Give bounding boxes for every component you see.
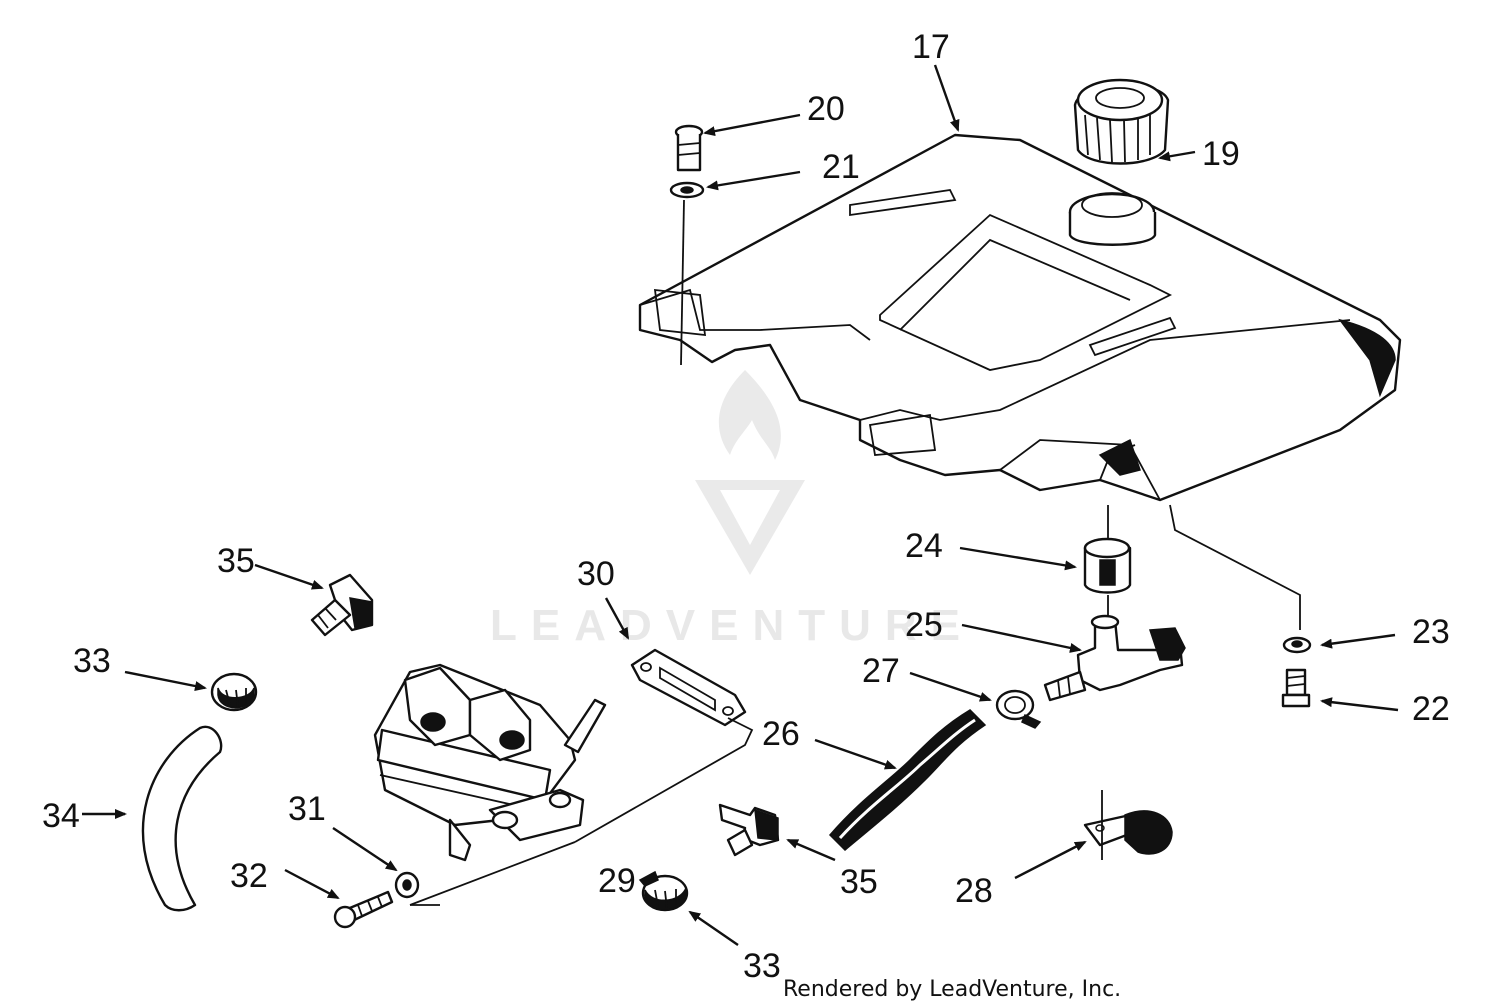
- hose-clip: [1083, 810, 1173, 855]
- render-credit: Rendered by LeadVenture, Inc.: [783, 977, 1121, 1002]
- callout-31: 31: [288, 790, 326, 828]
- callout-numbers: 17 19 20 21 22 23 24 25 26 27 28 29 30 3…: [42, 28, 1450, 985]
- callout-28: 28: [955, 872, 993, 910]
- pump-washer: [394, 871, 420, 899]
- fuel-tank: [638, 133, 1402, 502]
- callout-19: 19: [1202, 135, 1240, 173]
- mount-bolt: [1281, 668, 1311, 708]
- callout-35-upper: 35: [217, 542, 255, 580]
- shoulder-bolt: [674, 124, 704, 172]
- watermark-text: LEADVENTURE: [490, 601, 974, 650]
- fuel-pump: [373, 663, 607, 862]
- callout-26: 26: [762, 715, 800, 753]
- hose-clamp: [995, 689, 1042, 729]
- callout-33-left: 33: [73, 642, 111, 680]
- callout-24: 24: [905, 527, 943, 565]
- callout-30: 30: [577, 555, 615, 593]
- elbow-fitting-upper: [310, 573, 374, 637]
- pump-gasket: [630, 648, 747, 727]
- curved-hose: [141, 725, 223, 912]
- hose-clamp-bottom: [638, 870, 689, 912]
- callout-22: 22: [1412, 690, 1450, 728]
- callout-29: 29: [598, 862, 636, 900]
- callout-23: 23: [1412, 613, 1450, 651]
- callout-33-bottom: 33: [743, 947, 781, 985]
- hose-clamp-left: [210, 672, 258, 712]
- leader-lines: [82, 64, 1399, 946]
- callout-20: 20: [807, 90, 845, 128]
- callout-25: 25: [905, 606, 943, 644]
- fuel-shutoff-fitting: [1083, 537, 1132, 594]
- callout-21: 21: [822, 148, 860, 186]
- callout-32: 32: [230, 857, 268, 895]
- fuel-hose: [828, 709, 987, 852]
- fuel-cap: [1073, 78, 1170, 165]
- callout-27: 27: [862, 652, 900, 690]
- mount-washer: [1282, 636, 1312, 654]
- callout-17: 17: [912, 28, 950, 66]
- tee-fitting: [1043, 614, 1186, 702]
- pump-screw: [333, 890, 394, 929]
- leadventure-watermark-logo: LEADVENTURE: [490, 370, 974, 650]
- callout-34: 34: [42, 797, 80, 835]
- callout-35-lower: 35: [840, 863, 878, 901]
- elbow-fitting-lower: [718, 803, 780, 857]
- tank-washer: [669, 181, 705, 199]
